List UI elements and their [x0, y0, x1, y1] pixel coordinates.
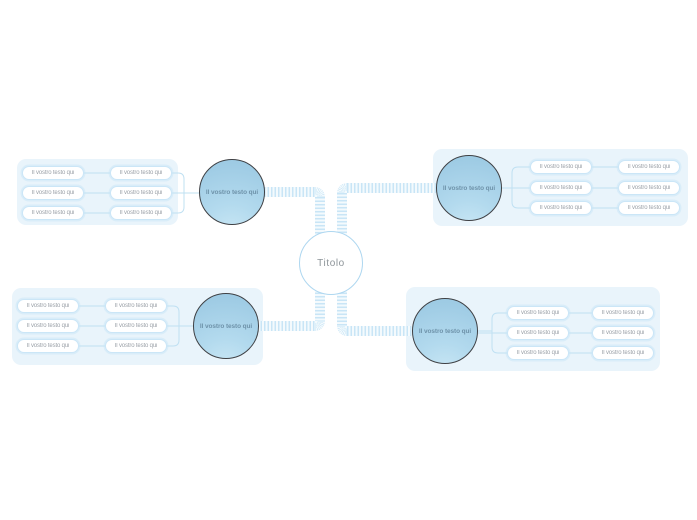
- subtopic-pill-label: Il vostro testo qui: [26, 303, 70, 309]
- branch-node-top-left[interactable]: Il vostro testo qui: [199, 159, 265, 225]
- subtopic-pill-bottom-left[interactable]: Il vostro testo qui: [105, 339, 167, 353]
- subtopic-pill-label: Il vostro testo qui: [627, 205, 671, 211]
- ribbon-top-right-corner: [337, 183, 347, 193]
- ribbon-top-left-corner: [315, 187, 325, 197]
- subtopic-pill-label: Il vostro testo qui: [516, 330, 560, 336]
- subtopic-pill-top-left[interactable]: Il vostro testo qui: [22, 166, 84, 180]
- ribbon-bottom-right-horizontal: [347, 326, 412, 336]
- branch-node-bottom-left[interactable]: Il vostro testo qui: [193, 293, 259, 359]
- branch-node-label: Il vostro testo qui: [205, 188, 259, 196]
- subtopic-pill-bottom-left[interactable]: Il vostro testo qui: [17, 299, 79, 313]
- subtopic-pill-label: Il vostro testo qui: [114, 323, 158, 329]
- subtopic-pill-label: Il vostro testo qui: [114, 303, 158, 309]
- ribbon-bottom-left-vertical: [315, 289, 325, 321]
- subtopic-pill-bottom-right[interactable]: Il vostro testo qui: [592, 346, 654, 360]
- subtopic-pill-bottom-right[interactable]: Il vostro testo qui: [592, 306, 654, 320]
- subtopic-pill-label: Il vostro testo qui: [114, 343, 158, 349]
- subtopic-pill-label: Il vostro testo qui: [516, 350, 560, 356]
- branch-node-top-right[interactable]: Il vostro testo qui: [436, 155, 502, 221]
- subtopic-pill-bottom-left[interactable]: Il vostro testo qui: [105, 299, 167, 313]
- subtopic-pill-bottom-left[interactable]: Il vostro testo qui: [17, 339, 79, 353]
- subtopic-pill-top-right[interactable]: Il vostro testo qui: [618, 181, 680, 195]
- subtopic-pill-label: Il vostro testo qui: [119, 210, 163, 216]
- subtopic-pill-label: Il vostro testo qui: [31, 210, 75, 216]
- subtopic-pill-label: Il vostro testo qui: [601, 350, 645, 356]
- subtopic-pill-label: Il vostro testo qui: [119, 170, 163, 176]
- subtopic-pill-label: Il vostro testo qui: [601, 310, 645, 316]
- ribbon-top-right-horizontal: [347, 183, 436, 193]
- subtopic-pill-top-right[interactable]: Il vostro testo qui: [530, 201, 592, 215]
- subtopic-pill-label: Il vostro testo qui: [516, 310, 560, 316]
- subtopic-pill-bottom-left[interactable]: Il vostro testo qui: [105, 319, 167, 333]
- branch-node-label: Il vostro testo qui: [199, 322, 253, 330]
- subtopic-pill-bottom-right[interactable]: Il vostro testo qui: [507, 346, 569, 360]
- branch-node-bottom-right[interactable]: Il vostro testo qui: [412, 298, 478, 364]
- subtopic-pill-label: Il vostro testo qui: [539, 205, 583, 211]
- subtopic-pill-label: Il vostro testo qui: [31, 190, 75, 196]
- subtopic-pill-top-left[interactable]: Il vostro testo qui: [22, 186, 84, 200]
- subtopic-pill-label: Il vostro testo qui: [539, 185, 583, 191]
- subtopic-pill-top-right[interactable]: Il vostro testo qui: [530, 181, 592, 195]
- subtopic-pill-top-right[interactable]: Il vostro testo qui: [618, 160, 680, 174]
- subtopic-pill-top-right[interactable]: Il vostro testo qui: [618, 201, 680, 215]
- subtopic-pill-bottom-left[interactable]: Il vostro testo qui: [17, 319, 79, 333]
- subtopic-pill-top-left[interactable]: Il vostro testo qui: [22, 206, 84, 220]
- ribbon-bottom-left-horizontal: [250, 321, 315, 331]
- ribbon-top-right-vertical: [337, 193, 347, 237]
- ribbon-bottom-right-vertical: [337, 289, 347, 326]
- subtopic-pill-label: Il vostro testo qui: [26, 323, 70, 329]
- central-topic-label: Titolo: [317, 257, 345, 269]
- subtopic-pill-label: Il vostro testo qui: [119, 190, 163, 196]
- subtopic-pill-bottom-right[interactable]: Il vostro testo qui: [592, 326, 654, 340]
- subtopic-pill-bottom-right[interactable]: Il vostro testo qui: [507, 306, 569, 320]
- subtopic-pill-label: Il vostro testo qui: [627, 164, 671, 170]
- subtopic-pill-label: Il vostro testo qui: [601, 330, 645, 336]
- branch-node-label: Il vostro testo qui: [418, 327, 472, 335]
- subtopic-pill-label: Il vostro testo qui: [539, 164, 583, 170]
- subtopic-pill-top-right[interactable]: Il vostro testo qui: [530, 160, 592, 174]
- subtopic-pill-top-left[interactable]: Il vostro testo qui: [110, 166, 172, 180]
- subtopic-pill-top-left[interactable]: Il vostro testo qui: [110, 186, 172, 200]
- ribbon-top-left-horizontal: [250, 187, 315, 197]
- subtopic-pill-bottom-right[interactable]: Il vostro testo qui: [507, 326, 569, 340]
- ribbon-top-left-vertical: [315, 197, 325, 237]
- subtopic-pill-label: Il vostro testo qui: [31, 170, 75, 176]
- subtopic-pill-top-left[interactable]: Il vostro testo qui: [110, 206, 172, 220]
- ribbon-bottom-left-corner: [315, 321, 325, 331]
- ribbon-bottom-right-corner: [337, 326, 347, 336]
- branch-node-label: Il vostro testo qui: [442, 184, 496, 192]
- subtopic-pill-label: Il vostro testo qui: [627, 185, 671, 191]
- subtopic-pill-label: Il vostro testo qui: [26, 343, 70, 349]
- central-topic-node[interactable]: Titolo: [299, 231, 363, 295]
